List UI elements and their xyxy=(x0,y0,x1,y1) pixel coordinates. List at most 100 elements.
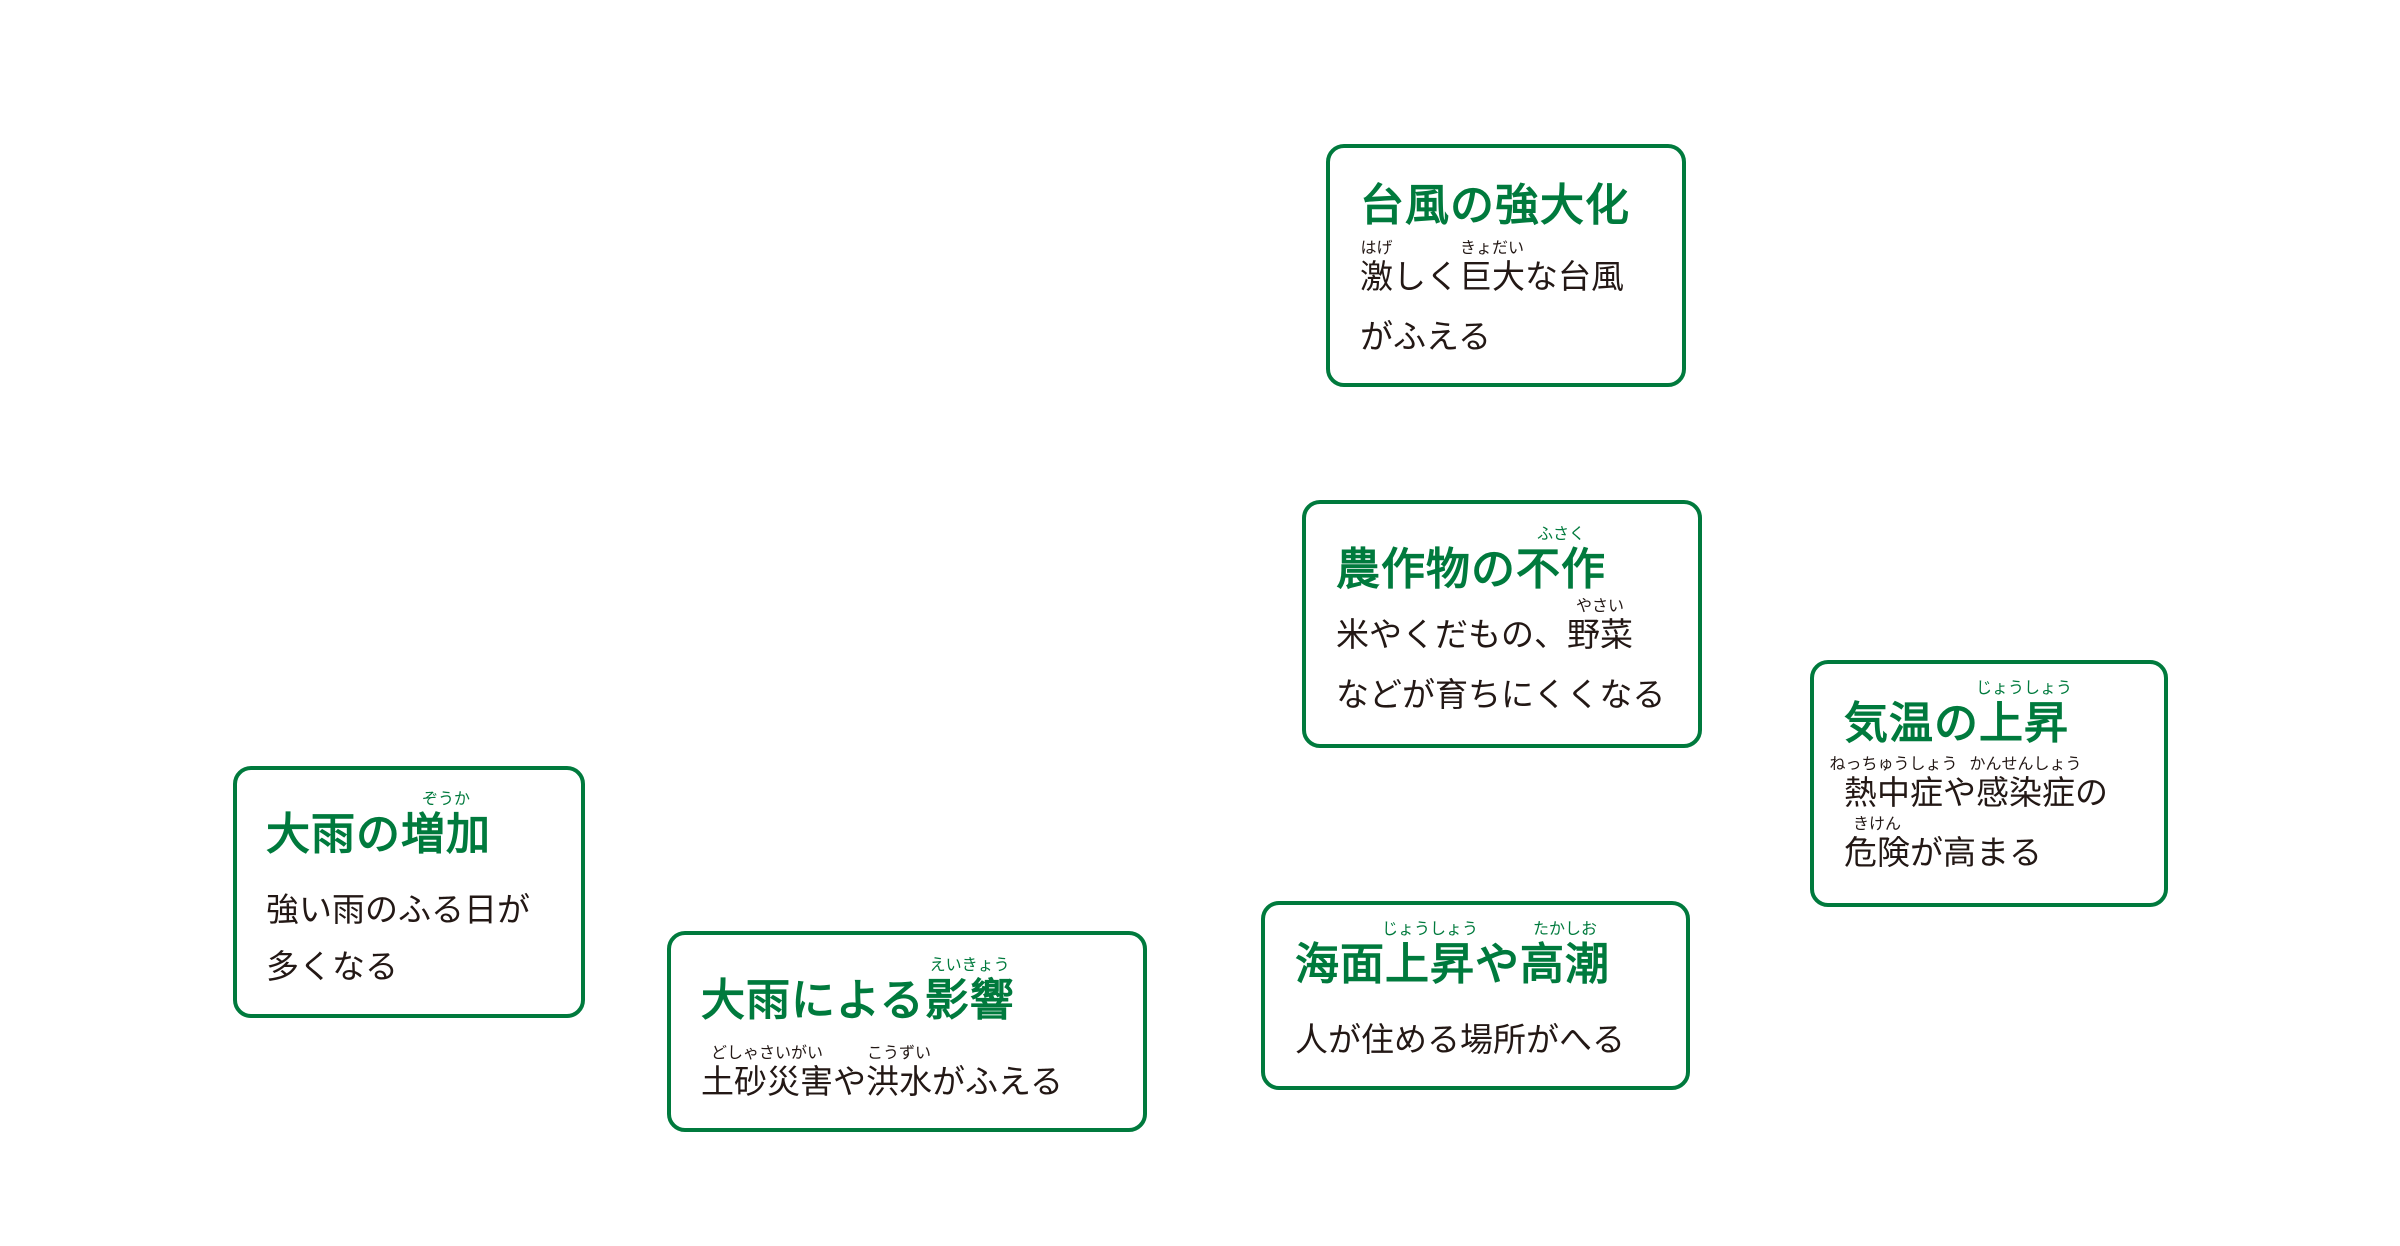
kanji-with-furigana: 増加ぞうか xyxy=(401,791,491,857)
kanji-with-furigana: 野菜やさい xyxy=(1567,598,1633,654)
text-segment: 気温の xyxy=(1844,702,1979,746)
card-text-line: 強い雨のふる日が xyxy=(266,893,530,926)
furigana: どしゃさいがい xyxy=(710,1043,824,1062)
text-segment: がふえる xyxy=(1360,320,1491,353)
card-text-line: などが育ちにくくなる xyxy=(1336,678,1665,711)
segment-text: 米やくだもの、 xyxy=(1336,615,1567,654)
text-segment: や xyxy=(1475,943,1520,987)
card-text-line: 熱中症ねっちゅうしょうや感染症かんせんしょうの xyxy=(1829,756,2108,812)
furigana: かんせんしょう xyxy=(1969,754,2082,773)
card-title: 大雨による影響えいきょう xyxy=(701,957,1015,1023)
text-segment: がふえる xyxy=(932,1065,1063,1098)
card-title: 気温の上昇じょうしょう xyxy=(1844,680,2072,746)
segment-text: 大雨による xyxy=(701,975,925,1026)
text-segment: 人が住める場所がへる xyxy=(1295,1023,1625,1056)
segment-text: 野菜 xyxy=(1567,615,1633,654)
text-segment: 多くなる xyxy=(266,950,398,983)
kanji-with-furigana: 土砂災害どしゃさいがい xyxy=(701,1045,833,1101)
furigana: きょだい xyxy=(1459,238,1525,257)
segment-text: 大雨の xyxy=(266,809,401,860)
card-text-line: 土砂災害どしゃさいがいや洪水こうずいがふえる xyxy=(701,1045,1063,1101)
segment-text: 高潮 xyxy=(1520,939,1610,990)
segment-text: 人が住める場所がへる xyxy=(1295,1020,1625,1059)
segment-text: が高まる xyxy=(1910,833,2042,872)
segment-text: 危険 xyxy=(1844,833,1910,872)
segment-text: 増加 xyxy=(401,809,491,860)
text-segment: の xyxy=(2075,776,2108,809)
card-text-line: 激はげしく巨大きょだいな台風 xyxy=(1360,240,1624,296)
text-segment: 台風の強大化 xyxy=(1360,184,1630,228)
text-segment: が高まる xyxy=(1910,836,2042,869)
text-segment: しく xyxy=(1393,260,1459,293)
segment-text: がふえる xyxy=(1360,317,1492,356)
segment-text: や xyxy=(1943,773,1976,812)
furigana: やさい xyxy=(1575,596,1625,615)
segment-text: 巨大 xyxy=(1459,257,1525,296)
kanji-with-furigana: 危険きけん xyxy=(1844,816,1910,872)
segment-text: 激 xyxy=(1360,257,1393,296)
card-heavy-rain-increase: 大雨の増加ぞうか 強い雨のふる日が 多くなる xyxy=(233,766,585,1018)
segment-text: 洪水 xyxy=(866,1062,932,1101)
kanji-with-furigana: 洪水こうずい xyxy=(866,1045,932,1101)
segment-text: しく xyxy=(1393,257,1459,296)
segment-text: 土砂災害 xyxy=(701,1062,833,1101)
text-segment: や xyxy=(833,1065,866,1098)
card-text-line: 米やくだもの、野菜やさい xyxy=(1336,598,1633,654)
card-text-line: がふえる xyxy=(1360,320,1491,353)
kanji-with-furigana: 上昇じょうしょう xyxy=(1382,921,1478,987)
segment-text: 影響 xyxy=(924,975,1015,1026)
card-crop-failure: 農作物の不作ふさく 米やくだもの、野菜やさい などが育ちにくくなる xyxy=(1302,500,1702,748)
segment-text: や xyxy=(833,1062,866,1101)
segment-text: がふえる xyxy=(932,1062,1064,1101)
kanji-with-furigana: 感染症かんせんしょう xyxy=(1969,756,2081,812)
kanji-with-furigana: 激はげ xyxy=(1360,240,1393,296)
text-segment: な台風 xyxy=(1525,260,1624,293)
furigana: ふさく xyxy=(1536,524,1586,543)
furigana: ねっちゅうしょう xyxy=(1829,754,1958,773)
card-title: 農作物の不作ふさく xyxy=(1336,526,1606,592)
card-text-line: 人が住める場所がへる xyxy=(1295,1023,1625,1056)
segment-text: などが育ちにくくなる xyxy=(1336,675,1666,714)
furigana: じょうしょう xyxy=(1975,678,2073,697)
segment-text: 上昇 xyxy=(1385,939,1475,990)
text-segment: などが育ちにくくなる xyxy=(1336,678,1665,711)
text-segment: 米やくだもの、 xyxy=(1336,618,1567,651)
segment-text: 上昇 xyxy=(1979,698,2069,749)
kanji-with-furigana: 上昇じょうしょう xyxy=(1976,680,2072,746)
text-segment: 農作物の xyxy=(1336,548,1516,592)
segment-text: 不作 xyxy=(1516,544,1606,595)
card-title: 台風の強大化 xyxy=(1360,184,1630,228)
segment-text: 台風の強大化 xyxy=(1360,180,1630,231)
segment-text: 気温の xyxy=(1844,698,1979,749)
text-segment: 強い雨のふる日が xyxy=(266,893,530,926)
furigana: はげ xyxy=(1360,238,1393,257)
furigana: えいきょう xyxy=(929,955,1010,974)
kanji-with-furigana: 熱中症ねっちゅうしょう xyxy=(1829,756,1957,812)
card-typhoon-intensification: 台風の強大化 激はげしく巨大きょだいな台風 がふえる xyxy=(1326,144,1686,387)
segment-text: 熱中症 xyxy=(1844,773,1943,812)
card-title: 海面上昇じょうしょうや高潮たかしお xyxy=(1295,921,1610,987)
kanji-with-furigana: 影響えいきょう xyxy=(925,957,1015,1023)
furigana: こうずい xyxy=(866,1043,932,1062)
segment-text: 農作物の xyxy=(1336,544,1516,595)
card-heavy-rain-impact: 大雨による影響えいきょう 土砂災害どしゃさいがいや洪水こうずいがふえる xyxy=(667,931,1147,1132)
kanji-with-furigana: 巨大きょだい xyxy=(1459,240,1525,296)
card-title: 大雨の増加ぞうか xyxy=(266,791,491,857)
furigana: じょうしょう xyxy=(1381,919,1479,938)
text-segment: や xyxy=(1943,776,1976,809)
card-text-line: 多くなる xyxy=(266,950,398,983)
card-text-line: 危険きけんが高まる xyxy=(1844,816,2042,872)
segment-text: な台風 xyxy=(1525,257,1624,296)
segment-text: 多くなる xyxy=(266,947,398,986)
segment-text: 海面 xyxy=(1295,939,1385,990)
furigana: ぞうか xyxy=(421,789,471,808)
card-temperature-rise: 気温の上昇じょうしょう 熱中症ねっちゅうしょうや感染症かんせんしょうの 危険きけ… xyxy=(1810,660,2168,907)
kanji-with-furigana: 高潮たかしお xyxy=(1520,921,1610,987)
text-segment: 大雨の xyxy=(266,813,401,857)
segment-text: 感染症 xyxy=(1976,773,2075,812)
text-segment: 大雨による xyxy=(701,979,925,1023)
text-segment: 海面 xyxy=(1295,943,1385,987)
furigana: きけん xyxy=(1852,814,1902,833)
kanji-with-furigana: 不作ふさく xyxy=(1516,526,1606,592)
segment-text: 強い雨のふる日が xyxy=(266,890,530,929)
